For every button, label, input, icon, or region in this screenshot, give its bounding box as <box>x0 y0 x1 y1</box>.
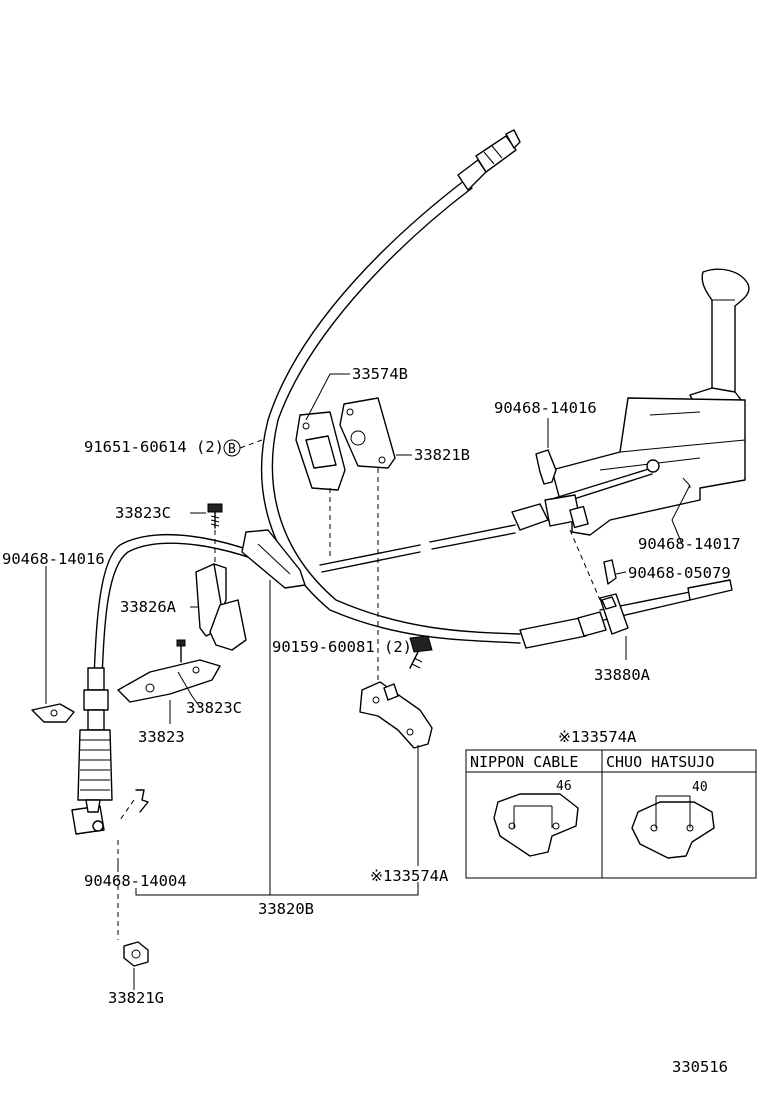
marker-circle-b <box>223 439 241 457</box>
lower-plate-assembly <box>359 635 433 749</box>
label-33574B: 33574B <box>352 365 408 383</box>
label-33820B: 33820B <box>258 900 314 918</box>
inset-header-chuo-hatsujo: CHUO HATSUJO <box>606 753 714 771</box>
label-33826A: 33826A <box>120 598 177 616</box>
bracket-assembly <box>117 503 306 703</box>
inset-title: ※133574A <box>558 728 637 746</box>
label-90468-14016-left: 90468-14016 <box>2 550 105 568</box>
marker-b-text: B <box>228 442 236 457</box>
label-90159-60081: 90159-60081 (2) <box>272 638 412 656</box>
retainer-plates <box>295 397 396 491</box>
label-33823C-bottom: 33823C <box>186 699 242 717</box>
label-33574A-lower: ※133574A <box>370 867 449 885</box>
shift-lever-assembly <box>511 268 750 536</box>
small-parts <box>31 439 241 967</box>
label-33823: 33823 <box>138 728 185 746</box>
diagram-id: 330516 <box>672 1058 728 1076</box>
variant-inset <box>465 749 757 879</box>
label-33880A: 33880A <box>594 666 651 684</box>
part-labels: 33574B 33821B 90468-14016 91651-60614 (2… <box>2 365 741 1076</box>
shift-cable-upper <box>261 129 733 649</box>
inset-dimension-40: 40 <box>692 780 708 795</box>
label-90468-14004: 90468-14004 <box>84 872 187 890</box>
label-33821G: 33821G <box>108 989 164 1007</box>
label-90468-14016-right: 90468-14016 <box>494 399 597 417</box>
label-90468-14017: 90468-14017 <box>638 535 741 553</box>
label-33823C-top: 33823C <box>115 504 171 522</box>
leader-lines <box>45 373 691 990</box>
shift-cable-lower <box>71 524 516 835</box>
label-91651-60614: 91651-60614 (2) <box>84 438 224 456</box>
inset-dimension-46: 46 <box>556 779 572 794</box>
inset-header-nippon-cable: NIPPON CABLE <box>470 753 578 771</box>
label-90468-05079: 90468-05079 <box>628 564 731 582</box>
label-33821B: 33821B <box>414 446 470 464</box>
